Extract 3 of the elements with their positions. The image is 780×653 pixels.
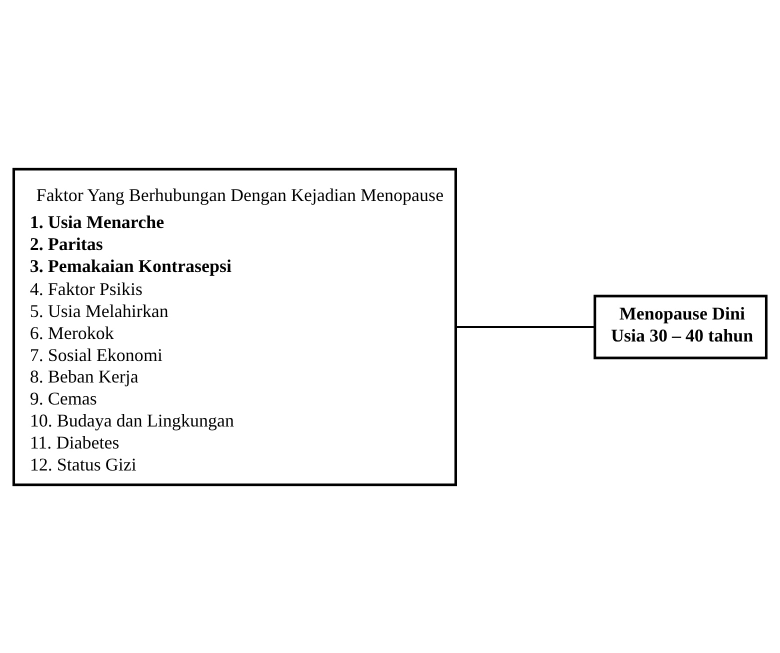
connector bbox=[456, 326, 595, 328]
node-box: Menopause Dini Usia 30 – 40 tahun bbox=[594, 294, 768, 359]
node-box: Faktor Yang Berhubungan Dengan Kejadian Menopause 1. Usia Menarche 2. Paritas 3. Pemakaian Kontrasepsi 4. Faktor Psikis 5. Usia Melahirkan 6. Merokok 7. Sosial Ekonomi 8. Beban Kerja 9. Cemas 10. Budaya dan Lingkungan 11. Diabetes 12. Status Gizi bbox=[12, 167, 457, 486]
